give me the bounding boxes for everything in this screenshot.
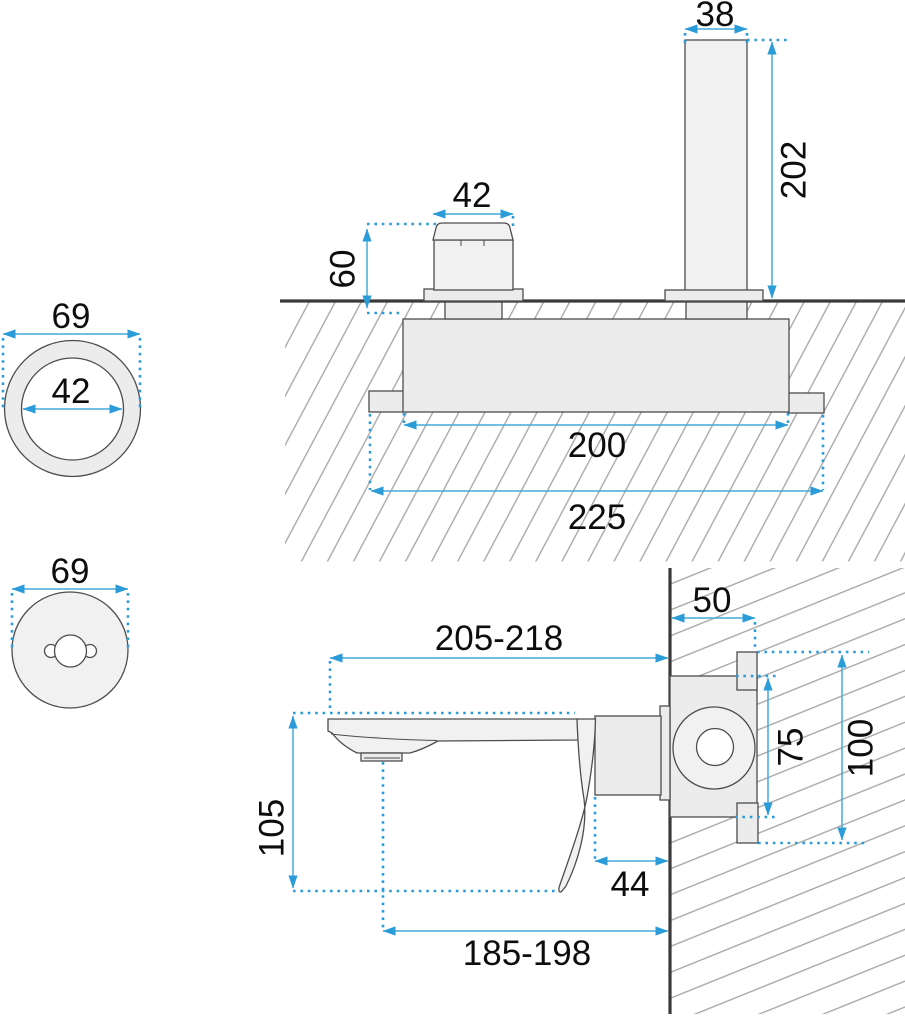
top-view: 69 42 42 60 38 202 (1, 0, 905, 562)
spout-connector-box (594, 715, 662, 796)
body-block (402, 318, 790, 413)
dim-outlet-reach: 185-198 (381, 762, 669, 973)
dim-label-handle-gap: 44 (611, 865, 650, 904)
spout-front (664, 39, 764, 302)
dim-label-ring-inner: 42 (52, 372, 91, 411)
dim-handle-gap: 44 (593, 797, 669, 904)
dim-label-handle-width: 42 (453, 176, 492, 215)
handle-cap (432, 222, 514, 241)
body-ear-right (787, 392, 825, 414)
plate-cutout-center (53, 634, 88, 668)
dim-plate-diameter: 69 (10, 552, 130, 652)
valve-circle-inner (695, 727, 735, 767)
dim-label-spout-height: 202 (774, 141, 813, 199)
side-view: 69 205-218 50 105 44 185-198 (10, 552, 905, 1014)
handle-stem-underdeck (444, 300, 503, 320)
dim-drop-height: 105 (252, 711, 575, 893)
aerator-nub (360, 752, 403, 762)
handle-flange (423, 288, 524, 302)
spout-wing (327, 718, 579, 754)
mounting-tab-top (736, 651, 758, 691)
dim-body-height: 75 (735, 674, 810, 819)
dim-body-length: 200 (402, 413, 790, 465)
spout-column (684, 39, 748, 302)
spout-underside-line (330, 733, 438, 741)
dim-label-plate-diameter: 69 (51, 552, 90, 591)
dim-body-overall: 225 (368, 414, 825, 537)
dim-wall-depth: 50 (671, 581, 757, 651)
dim-label-spout-width: 38 (696, 0, 735, 34)
dim-label-handle-height: 60 (323, 250, 362, 289)
dim-label-wall-depth: 50 (693, 581, 732, 620)
dim-label-overall-height: 100 (841, 719, 880, 777)
rough-in-body (368, 300, 825, 414)
dim-label-drop-height: 105 (252, 799, 291, 857)
body-ear-left (368, 390, 405, 413)
dim-ring-inner: 42 (22, 372, 123, 414)
wall-mount-body (669, 651, 759, 844)
dim-spout-reach: 205-218 (328, 619, 669, 712)
dim-spout-width: 38 (683, 0, 749, 43)
dim-label-outlet-reach: 185-198 (463, 934, 591, 973)
escutcheon-plate-front (11, 591, 129, 709)
handle-front (423, 222, 524, 302)
dim-spout-height: 202 (747, 38, 813, 299)
dim-handle-height: 60 (323, 222, 436, 315)
dim-label-body-height: 75 (771, 728, 810, 767)
spout-stem-underdeck (685, 300, 748, 320)
dim-ring-outer: 69 (1, 297, 142, 412)
mounting-tab-bottom (736, 802, 759, 844)
handle-blade (558, 718, 597, 893)
dim-overall-height: 100 (757, 650, 880, 845)
spout-flange (664, 289, 764, 302)
handle-body (433, 239, 514, 291)
dim-label-ring-outer: 69 (52, 297, 91, 336)
dim-handle-width: 42 (432, 176, 515, 229)
dim-label-spout-reach: 205-218 (435, 619, 563, 658)
spout-side (327, 718, 597, 893)
dim-label-body-overall: 225 (568, 498, 626, 537)
dim-label-body-length: 200 (568, 426, 626, 465)
